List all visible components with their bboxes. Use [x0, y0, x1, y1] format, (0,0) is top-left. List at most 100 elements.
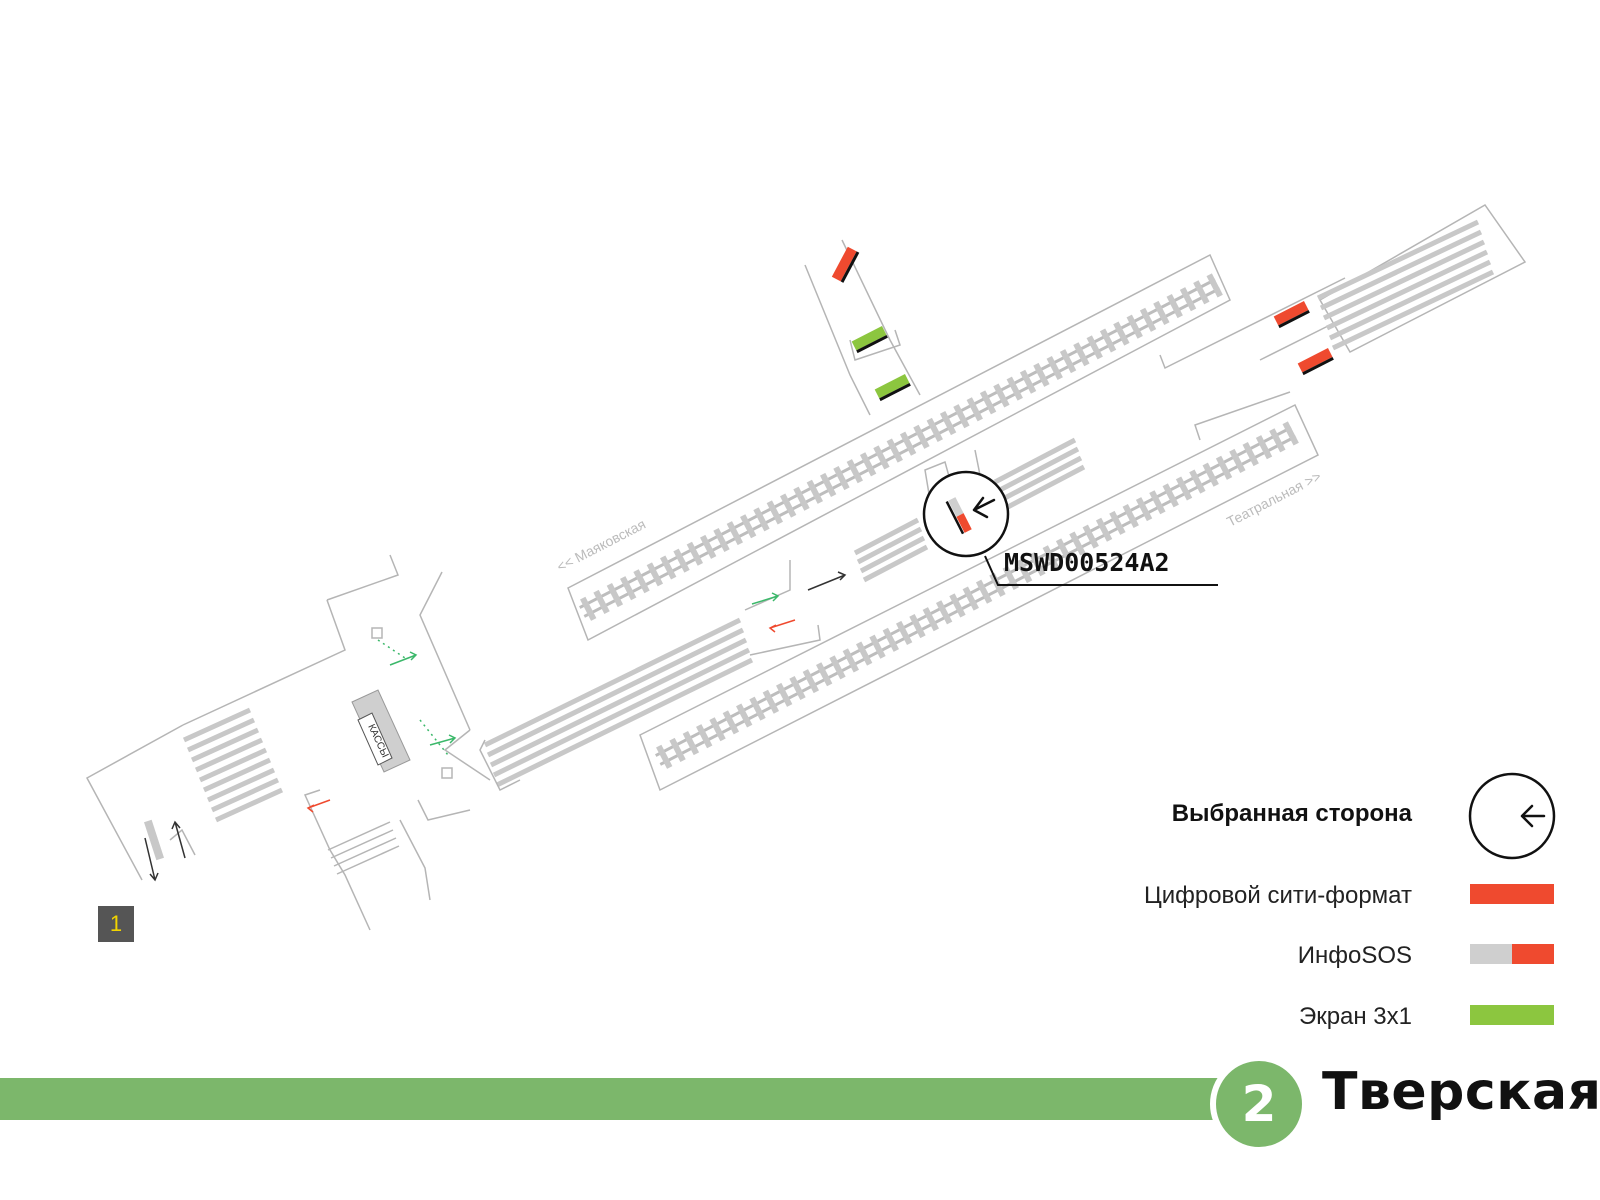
sleeper — [1006, 376, 1023, 401]
sleeper — [802, 669, 820, 694]
sleeper — [606, 582, 624, 608]
sleeper — [776, 682, 793, 707]
legend-selected-side-icon — [1468, 772, 1556, 860]
sleeper — [696, 724, 713, 749]
sleeper — [882, 627, 899, 652]
rail — [583, 287, 1221, 618]
line-number: 2 — [1241, 1075, 1277, 1133]
sleeper — [846, 459, 863, 484]
line-bar — [0, 1078, 1222, 1120]
track-upper — [579, 273, 1223, 621]
sleeper — [1189, 469, 1206, 494]
sleeper — [819, 472, 837, 497]
sleeper — [895, 620, 913, 645]
sleeper — [1149, 490, 1166, 515]
sleeper — [953, 404, 970, 429]
sleeper — [1033, 362, 1050, 387]
sleeper — [1029, 552, 1046, 577]
sleeper — [1282, 421, 1299, 446]
sleeper — [1126, 314, 1143, 339]
sleeper — [669, 737, 686, 762]
exit-number-badge: 1 — [98, 906, 134, 942]
line-number-circle — [1210, 1055, 1308, 1153]
sleeper — [899, 431, 917, 456]
sleeper — [1153, 300, 1170, 325]
sleeper — [859, 452, 877, 477]
sleeper — [660, 555, 677, 580]
selected-device-id: MSWD00524A2 — [1004, 548, 1170, 577]
sleeper — [633, 569, 650, 594]
sleeper — [1206, 273, 1223, 298]
sleeper — [762, 689, 780, 714]
sleeper — [1202, 462, 1219, 487]
sleeper — [1059, 349, 1077, 374]
sleeper — [580, 596, 597, 621]
sleeper — [913, 424, 930, 449]
sleeper — [766, 500, 783, 525]
screen-3x1-screens — [851, 326, 911, 402]
sleeper — [869, 634, 886, 659]
sleeper — [789, 675, 806, 701]
sleeper — [909, 614, 926, 639]
sleeper — [1015, 558, 1033, 584]
sleeper — [709, 717, 726, 742]
sleeper — [1113, 321, 1130, 346]
sleeper — [1229, 448, 1246, 473]
sleeper — [935, 600, 953, 625]
sleeper — [829, 655, 846, 680]
sleeper — [1255, 435, 1273, 460]
lower-platform — [639, 391, 1319, 792]
sleeper — [855, 641, 873, 666]
sleeper — [740, 514, 757, 539]
sleeper — [656, 744, 673, 769]
sleeper — [1139, 307, 1157, 332]
sleeper — [979, 390, 997, 415]
flow-arrows — [144, 571, 847, 882]
east-exit — [1159, 204, 1527, 370]
sleeper — [1019, 369, 1037, 394]
rail — [579, 278, 1216, 609]
sleeper — [962, 586, 979, 611]
digital-city-format-screens — [831, 246, 1334, 376]
sleeper — [1046, 355, 1063, 381]
sleeper — [722, 710, 740, 735]
legend-digital-city-label: Цифровой сити-формат — [1143, 882, 1412, 909]
rail — [659, 435, 1297, 766]
sleeper — [1166, 294, 1183, 319]
sleeper — [753, 507, 770, 532]
sleeper — [873, 445, 890, 470]
sleeper — [1082, 524, 1099, 549]
sleeper — [833, 466, 850, 491]
sleeper — [726, 521, 744, 546]
sleeper — [1122, 503, 1139, 529]
sleeper — [593, 589, 610, 614]
rail — [655, 426, 1292, 757]
sleeper — [686, 541, 704, 566]
sleeper — [1193, 280, 1210, 305]
sleeper — [749, 696, 766, 721]
sleeper — [1099, 328, 1117, 353]
upper-platform — [567, 253, 1231, 642]
sleeper — [1095, 517, 1113, 542]
sleeper — [966, 397, 983, 422]
north-corridor — [804, 239, 921, 416]
sleeper — [926, 417, 943, 442]
legend-infosos-label: ИнфоSOS — [1297, 942, 1412, 969]
sleeper — [842, 648, 859, 673]
selected-infosos-marker[interactable] — [922, 470, 1010, 558]
track-lower — [655, 421, 1299, 769]
sleeper — [736, 703, 753, 728]
sleeper — [620, 576, 637, 601]
sleeper — [1215, 455, 1233, 480]
sleeper — [1086, 335, 1103, 360]
turnstiles — [377, 639, 449, 756]
direction-mayakovskaya: << Маяковская — [554, 516, 648, 575]
sleeper — [1135, 497, 1153, 522]
sleeper — [1042, 545, 1059, 570]
sleeper — [1073, 342, 1090, 367]
sleeper — [779, 493, 797, 518]
sleeper — [1002, 565, 1019, 590]
sleeper — [806, 479, 823, 504]
sleeper — [1175, 476, 1193, 501]
sleeper — [682, 730, 700, 756]
